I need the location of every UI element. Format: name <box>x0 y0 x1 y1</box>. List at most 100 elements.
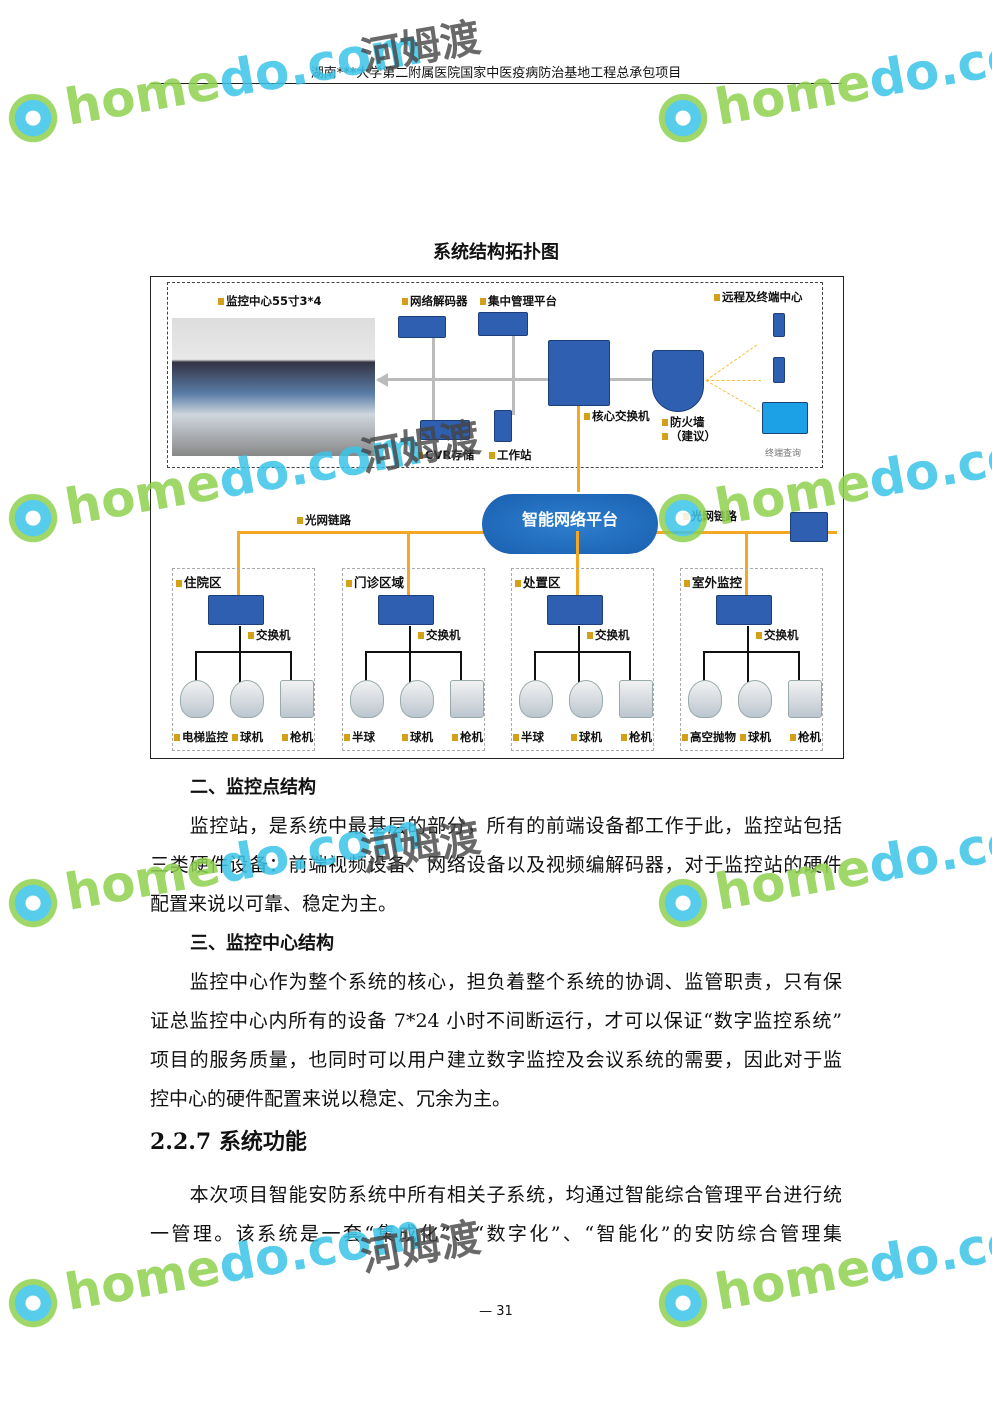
camera-label: 球机 <box>740 729 771 745</box>
zone-uplink <box>576 531 579 601</box>
paragraph-line: 一管理。该系统是一套“集成化”、“数字化”、“智能化”的安防综合管理集 <box>150 1223 842 1245</box>
camera-label: 高空抛物 <box>682 729 736 745</box>
cvr-storage-icon <box>420 420 470 440</box>
flower-logo-icon <box>0 870 66 936</box>
camera-label: 半球 <box>513 729 544 745</box>
camera-icon <box>280 680 314 718</box>
label-firewall: 防火墙 <box>662 414 705 430</box>
decoder-icon <box>398 316 446 338</box>
switch-label: 交换机 <box>756 627 799 643</box>
heading-control-center: 三、监控中心结构 <box>190 933 334 954</box>
paragraph-line: 监控中心作为整个系统的核心，担负着整个系统的协调、监管职责，只有保 <box>150 971 842 993</box>
flower-logo-icon <box>650 1270 716 1336</box>
camera-label: 枪机 <box>790 729 821 745</box>
monitor-icon <box>762 402 808 434</box>
zone-name: 处置区 <box>515 572 561 591</box>
camera-uplink <box>578 626 580 684</box>
camera-label: 球机 <box>402 729 433 745</box>
camera-uplink <box>409 626 411 684</box>
flower-logo-icon <box>0 85 66 151</box>
label-core-switch: 核心交换机 <box>584 408 650 424</box>
zone-uplink <box>745 531 748 601</box>
camera-icon <box>519 680 553 718</box>
zone-uplink <box>407 531 410 601</box>
zone-box <box>680 568 823 751</box>
label-fiber-right: 光网链路 <box>683 508 737 524</box>
diagram-title: 系统结构拓扑图 <box>433 242 559 263</box>
flower-logo-icon <box>0 1270 66 1336</box>
control-center-region <box>167 282 823 468</box>
switch-icon <box>208 595 264 625</box>
core-switch-icon <box>548 340 610 406</box>
camera-bus <box>195 651 292 681</box>
camera-label: 枪机 <box>282 729 313 745</box>
paragraph-line: 三类硬件设备：前端视频设备、网络设备以及视频编解码器，对于监控站的硬件 <box>150 854 842 876</box>
paragraph-line: 配置来说以可靠、稳定为主。 <box>150 893 398 915</box>
camera-uplink <box>239 626 241 684</box>
switch-label: 交换机 <box>418 627 461 643</box>
zone-name: 门诊区域 <box>346 572 404 591</box>
paragraph-line: 控中心的硬件配置来说以稳定、冗余为主。 <box>150 1088 512 1110</box>
zone-box <box>511 568 654 751</box>
cloud-label: 智能网络平台 <box>521 510 618 529</box>
zone-box <box>172 568 315 751</box>
camera-bus <box>703 651 800 681</box>
page-header: 湖南***大学第二附属医院国家中医疫病防治基地工程总承包项目 <box>150 62 842 84</box>
decoder-link <box>432 330 435 430</box>
camera-icon <box>688 680 722 718</box>
camera-icon <box>569 680 603 718</box>
switch-label: 交换机 <box>248 627 291 643</box>
camera-icon <box>738 680 772 718</box>
label-control-center: 监控中心55寸3*4 <box>218 293 322 309</box>
server-icon <box>790 512 828 542</box>
camera-label: 半球 <box>344 729 375 745</box>
topology-diagram <box>150 276 844 759</box>
control-room-image <box>172 318 375 456</box>
cloud-icon <box>482 494 658 554</box>
tablet-icon <box>773 313 785 337</box>
camera-icon <box>230 680 264 718</box>
remote-link <box>706 380 761 381</box>
phone-icon <box>773 357 785 383</box>
switch-icon <box>716 595 772 625</box>
paragraph-line: 证总监控中心内所有的设备 7*24 小时不间断运行，才可以保证“数字监控系统” <box>150 1010 842 1032</box>
camera-uplink <box>747 626 749 684</box>
camera-label: 球机 <box>571 729 602 745</box>
paragraph-line: 项目的服务质量，也同时可以用户建立数字监控及会议系统的需要，因此对于监 <box>150 1049 842 1071</box>
zone-name: 室外监控 <box>684 572 742 591</box>
heading-monitor-point: 二、监控点结构 <box>190 777 316 798</box>
watermark-text: do.com <box>864 416 992 510</box>
arrow-left-icon <box>376 373 388 387</box>
page-number: — 31 <box>479 1304 513 1319</box>
camera-label: 枪机 <box>452 729 483 745</box>
camera-icon <box>788 680 822 718</box>
firewall-icon <box>652 350 704 412</box>
watermark-text: do.com <box>864 801 992 895</box>
camera-icon <box>400 680 434 718</box>
camera-icon <box>619 680 653 718</box>
camera-icon <box>450 680 484 718</box>
label-terminal: 终端查询 <box>765 449 802 459</box>
section-heading: 2.2.7 系统功能 <box>150 1129 307 1155</box>
label-workstation: 工作站 <box>489 447 532 463</box>
platform-server-icon <box>478 312 528 336</box>
core-uplink <box>577 406 580 492</box>
watermark-text: do.com <box>864 16 992 110</box>
label-decoder: 网络解码器 <box>402 293 468 309</box>
label-firewall-note: （建议） <box>662 428 716 444</box>
watermark-text: do.com <box>864 1201 992 1295</box>
label-platform: 集中管理平台 <box>480 293 557 309</box>
camera-icon <box>350 680 384 718</box>
label-cvr: CVR存储 <box>417 447 474 463</box>
zone-name: 住院区 <box>176 572 222 591</box>
camera-label: 枪机 <box>621 729 652 745</box>
switch-icon <box>378 595 434 625</box>
paragraph-line: 本次项目智能安防系统中所有相关子系统，均通过智能综合管理平台进行统 <box>150 1184 842 1206</box>
camera-bus <box>534 651 631 681</box>
camera-label: 电梯监控 <box>174 729 228 745</box>
flower-logo-icon <box>650 85 716 151</box>
backbone-line <box>378 378 688 381</box>
workstation-icon <box>494 410 512 442</box>
camera-bus <box>365 651 462 681</box>
label-fiber-left: 光网链路 <box>297 512 351 528</box>
